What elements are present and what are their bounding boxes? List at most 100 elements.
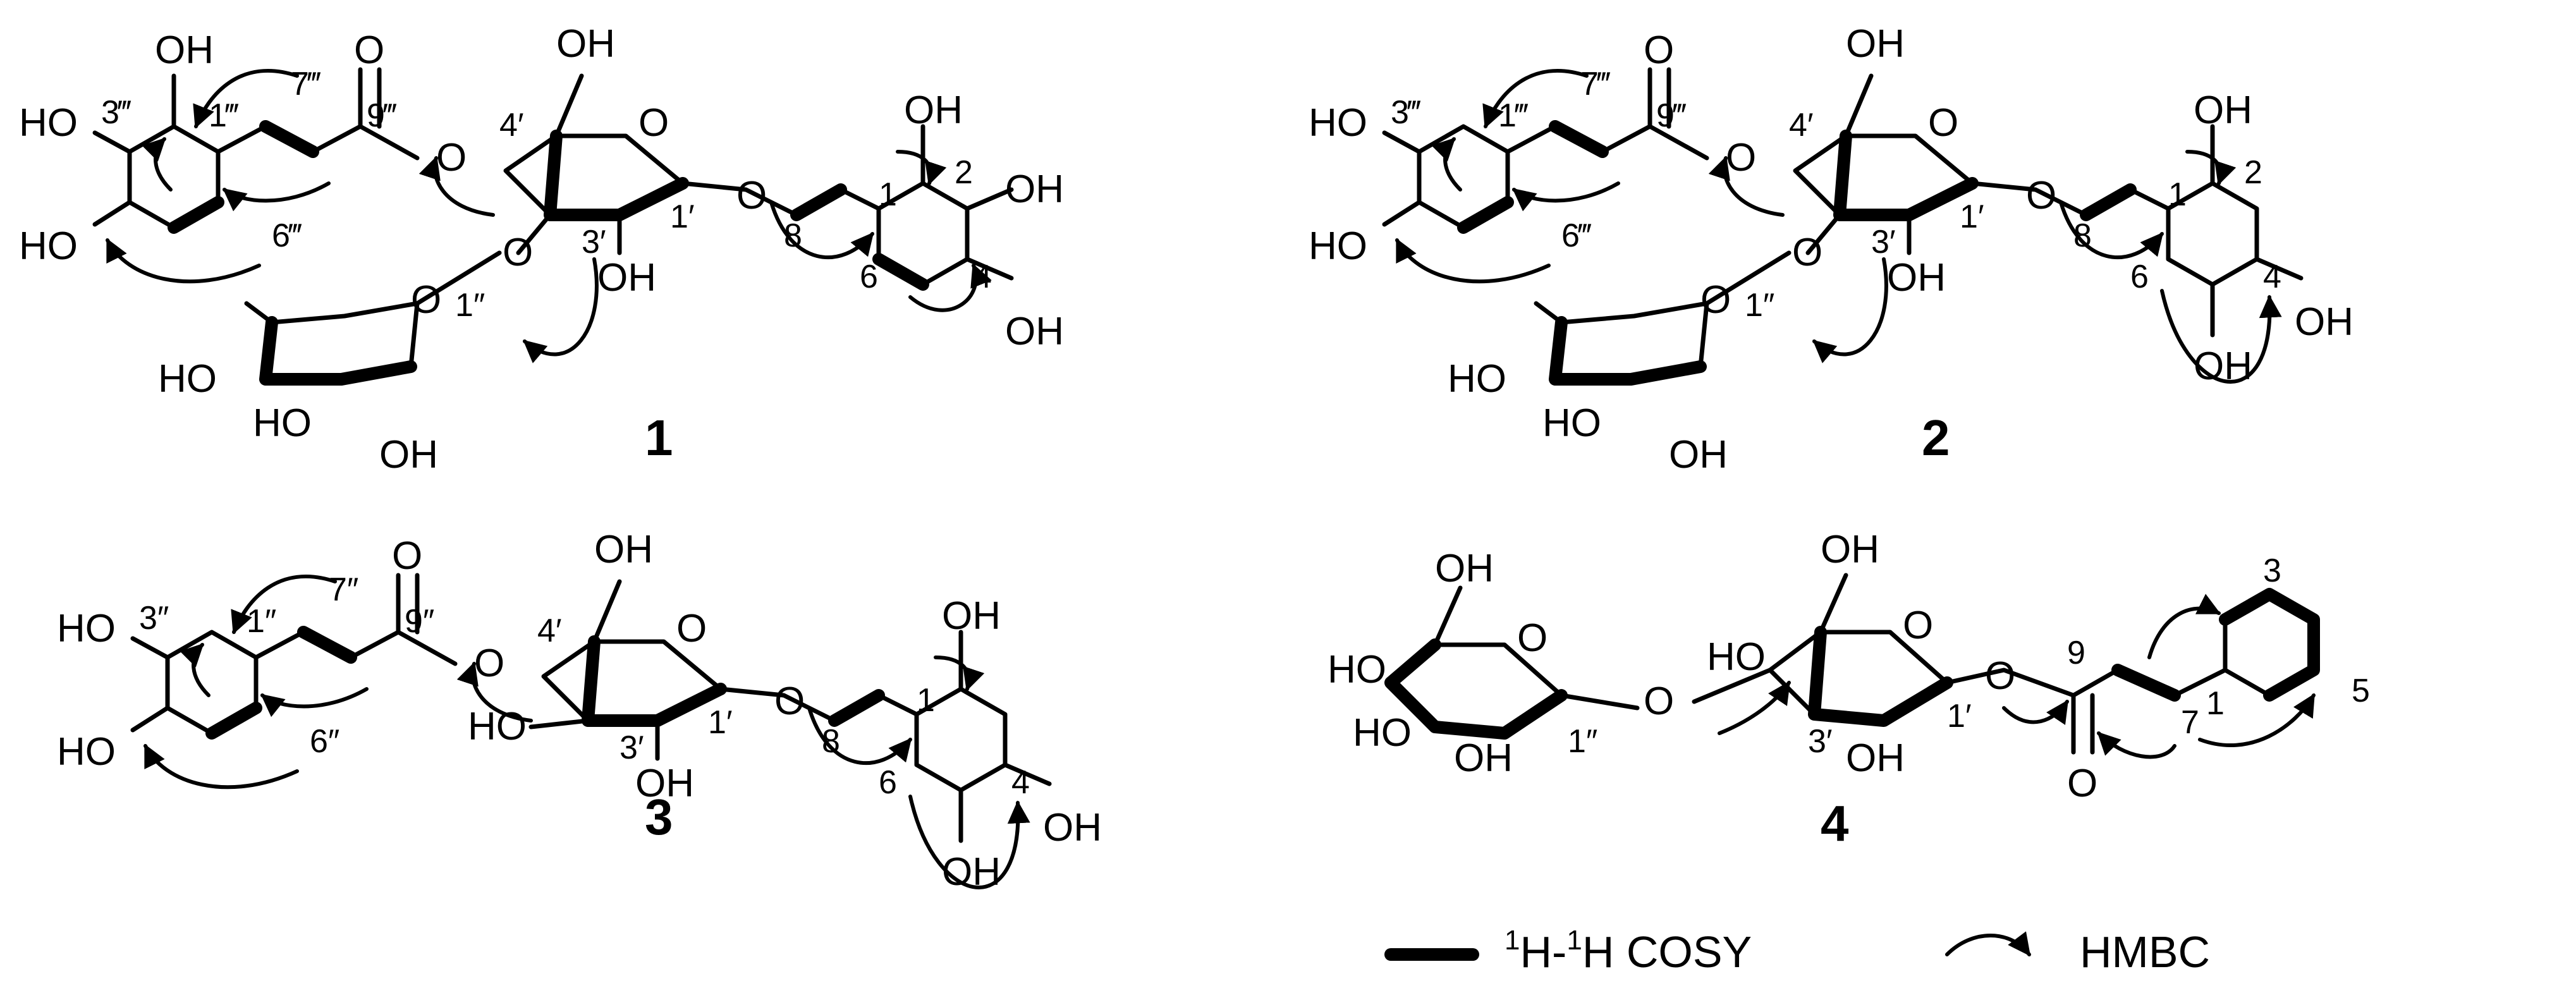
c4-loc-1p: 1′ — [1947, 698, 1972, 735]
c2-ho-3: HO — [1309, 101, 1367, 145]
c3-loc-9pp: 9″ — [405, 603, 434, 640]
c1-loc-6ppp: 6‴ — [272, 217, 302, 254]
c3-ar-oh-2: OH — [942, 594, 1001, 638]
c1-loc-9ppp: 9‴ — [367, 97, 397, 134]
c2-rha-oh-2: OH — [1669, 433, 1728, 477]
compound-4-labels: OH O HO HO OH 1″ O OH O HO 3′ OH 1′ O 9 … — [1328, 528, 2370, 851]
c3-loc-7pp: 7″ — [329, 571, 358, 608]
c3-ar-oh-4: OH — [1043, 806, 1102, 850]
c2-loc-6ppp: 6‴ — [1561, 217, 1592, 254]
c4-ho-4pp: HO — [1328, 648, 1386, 692]
c1-ring-o: O — [638, 101, 669, 145]
c2-loc-1: 1 — [2168, 176, 2187, 213]
c4-ring-o-inner: O — [1903, 604, 1933, 647]
c2-loc-7ppp: 7‴ — [1580, 66, 1611, 102]
compound-1-labels: OH HO HO 3‴ 1‴ 7‴ O 9‴ O 4′ OH O 3′ 1′ O… — [19, 22, 1064, 477]
c3-loc-8: 8 — [822, 723, 840, 760]
c3-loc-6pp: 6″ — [310, 723, 339, 760]
c2-loc-4: 4 — [2263, 259, 2281, 295]
compound-1-structure — [92, 67, 1014, 386]
c3-oh-2p: OH — [635, 762, 694, 805]
c2-ether-o: O — [2026, 174, 2056, 217]
c3-loc-3p: 3′ — [620, 729, 644, 766]
c1-loc-1pp: 1″ — [455, 287, 485, 324]
c3-loc-3pp: 3″ — [139, 600, 169, 637]
legend: 1H-1H COSY HMBC — [1384, 925, 2210, 977]
c1-carbonyl-o: O — [354, 28, 384, 72]
c4-ho-3pp: HO — [1353, 711, 1412, 755]
c3-ether-o: O — [774, 680, 805, 723]
c1-loc-3p: 3′ — [582, 224, 606, 260]
c1-loc-1p: 1′ — [670, 198, 695, 235]
c3-loc-1pp: 1″ — [247, 603, 276, 640]
c1-ho-3: HO — [19, 101, 78, 145]
c4-ho-4p: HO — [1707, 635, 1766, 679]
c2-loc-8: 8 — [2073, 217, 2092, 254]
c4-ring-o-outer: O — [1517, 616, 1547, 660]
c1-ho-4: HO — [19, 224, 78, 268]
c4-loc-7: 7 — [2181, 704, 2199, 741]
legend-hmbc-arrow — [1945, 931, 2031, 956]
legend-cosy-label: 1H-1H COSY — [1505, 925, 1752, 977]
c1-loc-1ppp: 1‴ — [209, 97, 239, 134]
c2-rha-ho-4: HO — [1448, 357, 1506, 401]
c2-ar-oh-5: OH — [2194, 345, 2252, 388]
compound-1-label: 1 — [645, 410, 673, 466]
c1-rha-ho-3: HO — [253, 401, 312, 445]
c2-ho-4: HO — [1309, 224, 1367, 268]
c2-oh-6p: OH — [1846, 22, 1905, 66]
legend-hmbc-label: HMBC — [2080, 927, 2210, 977]
c4-loc-1pp: 1″ — [1568, 723, 1597, 760]
c2-ring-o: O — [1928, 101, 1958, 145]
c1-loc-6: 6 — [860, 259, 878, 295]
c4-loc-1: 1 — [2206, 685, 2225, 722]
compound-4-label: 4 — [1821, 795, 1849, 851]
c4-glyco-o: O — [1644, 680, 1674, 723]
c1-oh-6p: OH — [556, 22, 615, 66]
c1-ar-oh-4: OH — [1005, 310, 1064, 353]
c3-carbonyl-o: O — [392, 534, 422, 578]
c1-loc-4: 4 — [974, 259, 992, 295]
c2-loc-3p: 3′ — [1871, 224, 1896, 260]
c3-loc-1: 1 — [917, 682, 935, 719]
c1-loc-3ppp: 3‴ — [101, 94, 131, 131]
c2-carbonyl-o: O — [1644, 28, 1674, 72]
c1-rha-ring-o: O — [411, 278, 441, 322]
c1-ether-o: O — [736, 174, 767, 217]
c2-loc-1p: 1′ — [1960, 198, 1984, 235]
c1-cosy-ring — [168, 196, 224, 234]
c3-ho-4: HO — [57, 730, 116, 774]
c1-rha-oh-2: OH — [379, 433, 438, 477]
c1-oh-2: OH — [155, 28, 214, 72]
c3-ho-3p: HO — [468, 705, 527, 748]
c4-ester-o: O — [1985, 654, 2015, 698]
c2-loc-1ppp: 1‴ — [1498, 97, 1529, 134]
c3-loc-4p: 4′ — [537, 613, 562, 649]
c2-glyco-o: O — [1792, 231, 1822, 274]
c1-ester-o: O — [436, 136, 467, 180]
c4-oh-6p: OH — [1821, 528, 1879, 571]
c2-rha-ring-o: O — [1700, 278, 1731, 322]
c3-oh-6p: OH — [594, 528, 653, 571]
c1-rha-ho-4: HO — [158, 357, 217, 401]
c4-loc-3p: 3′ — [1808, 723, 1833, 760]
c3-ar-oh-5: OH — [942, 850, 1001, 894]
c3-ho-3: HO — [57, 607, 116, 650]
c1-loc-8: 8 — [784, 217, 802, 254]
c2-rha-ho-3: HO — [1542, 401, 1601, 445]
c2-loc-4p: 4′ — [1789, 107, 1814, 143]
c2-loc-1pp: 1″ — [1745, 287, 1774, 324]
c1-loc-2: 2 — [955, 154, 973, 191]
c4-oh-6pp: OH — [1435, 547, 1494, 590]
c4-carbonyl-o: O — [2067, 762, 2097, 805]
compound-3-labels: HO HO 3″ 1″ 7″ O 9″ O 4′ OH O HO 3′ 1′ O… — [57, 528, 1102, 894]
c2-loc-6: 6 — [2130, 259, 2149, 295]
c2-ar-oh-2: OH — [2194, 88, 2252, 132]
compound-2-labels: HO HO 3‴ 1‴ 7‴ O 9‴ O 4′ OH O 3′ 1′ OH O… — [1309, 22, 2353, 477]
c2-loc-3ppp: 3‴ — [1391, 94, 1421, 131]
c3-ring-o: O — [676, 607, 707, 650]
c1-loc-1: 1 — [879, 176, 897, 213]
c1-ar-oh-3: OH — [1005, 168, 1064, 211]
